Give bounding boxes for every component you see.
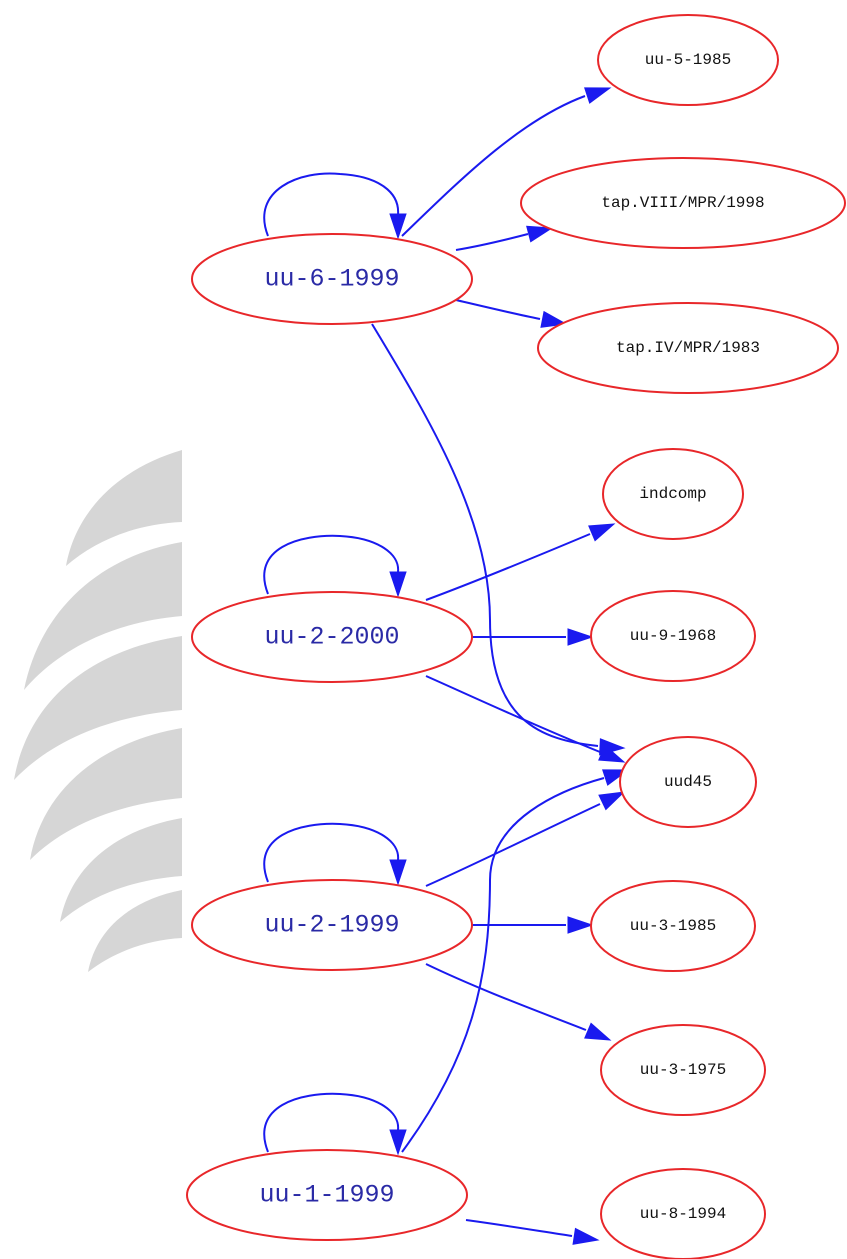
node-uu-9-1968: uu-9-1968: [590, 590, 756, 682]
node-label: uu-2-2000: [264, 623, 399, 652]
arrowhead-icon: [598, 744, 626, 763]
edge-line: [455, 299, 541, 320]
arrowhead-icon: [389, 571, 407, 598]
node-label: tap.IV/MPR/1983: [616, 339, 760, 357]
edge-line: [425, 533, 591, 601]
node-ellipse: [191, 879, 473, 971]
arrowhead-icon: [584, 1022, 612, 1041]
self-loop-edge-uu-2-2000: [263, 534, 407, 598]
node-ellipse: [537, 302, 839, 394]
edge-line: [263, 534, 400, 595]
node-tap-viii-mpr-1998: tap.VIII/MPR/1998: [520, 157, 846, 249]
node-uu-1-1999: uu-1-1999: [186, 1149, 468, 1241]
arrowhead-icon: [567, 916, 594, 934]
arrowhead-icon: [389, 1129, 407, 1156]
node-uu-6-1999: uu-6-1999: [191, 233, 473, 325]
arrowhead-icon: [584, 87, 612, 104]
edge-line: [263, 822, 400, 883]
node-ellipse: [600, 1168, 766, 1259]
arrowhead-icon: [389, 859, 407, 886]
edge-line: [401, 777, 605, 1153]
node-tap-iv-mpr-1983: tap.IV/MPR/1983: [537, 302, 839, 394]
node-ellipse: [191, 233, 473, 325]
edge-uu-6-1999-to-uud45: [371, 323, 626, 756]
node-uu-5-1985: uu-5-1985: [597, 14, 779, 106]
node-ellipse: [191, 591, 473, 683]
node-ellipse: [520, 157, 846, 249]
node-indcomp: indcomp: [602, 448, 744, 540]
node-uu-8-1994: uu-8-1994: [600, 1168, 766, 1259]
edge-uu-6-1999-to-tap-iv-mpr-1983: [455, 299, 568, 328]
watermark-emblem: [14, 450, 182, 972]
node-label: uu-5-1985: [645, 51, 731, 69]
node-ellipse: [590, 880, 756, 972]
node-uu-3-1985: uu-3-1985: [590, 880, 756, 972]
edge-uu-2-1999-to-uu-3-1985: [472, 916, 594, 934]
edge-line: [401, 95, 586, 237]
edge-line: [455, 233, 529, 251]
arrowhead-icon: [572, 1227, 600, 1245]
arrowhead-icon: [526, 225, 554, 243]
edge-line: [465, 1219, 573, 1237]
node-label: uu-2-1999: [264, 911, 399, 940]
node-ellipse: [619, 736, 757, 828]
edge-line: [425, 675, 601, 753]
node-label: uu-6-1999: [264, 265, 399, 294]
edge-line: [425, 963, 587, 1031]
arrowhead-icon: [567, 628, 594, 646]
node-label: uu-3-1975: [640, 1061, 726, 1079]
node-ellipse: [602, 448, 744, 540]
edge-uu-1-1999-to-uu-8-1994: [465, 1219, 600, 1245]
arrowhead-icon: [588, 523, 616, 542]
node-label: uu-3-1985: [630, 917, 716, 935]
edge-line: [371, 323, 599, 747]
node-uud45: uud45: [619, 736, 757, 828]
edge-uu-1-1999-to-uud45: [401, 769, 630, 1153]
node-ellipse: [590, 590, 756, 682]
node-label: indcomp: [639, 485, 706, 503]
edge-uu-2-2000-to-uud45: [425, 675, 626, 763]
node-ellipse: [186, 1149, 468, 1241]
edge-line: [263, 1092, 400, 1153]
node-ellipse: [597, 14, 779, 106]
node-label: uu-8-1994: [640, 1205, 726, 1223]
edge-uu-2-2000-to-uu-9-1968: [472, 628, 594, 646]
node-label: tap.VIII/MPR/1998: [601, 194, 764, 212]
edge-line: [425, 803, 601, 887]
edge-uu-2-2000-to-indcomp: [425, 523, 616, 601]
arrowhead-icon: [598, 791, 626, 811]
self-loop-edge-uu-6-1999: [263, 172, 407, 240]
node-label: uu-1-1999: [259, 1181, 394, 1210]
self-loop-edge-uu-1-1999: [263, 1092, 407, 1156]
node-ellipse: [600, 1024, 766, 1116]
edge-uu-6-1999-to-uu-5-1985: [401, 87, 612, 237]
edge-uu-6-1999-to-tap-viii-mpr-1998: [455, 225, 554, 251]
node-label: uu-9-1968: [630, 627, 716, 645]
node-uu-2-2000: uu-2-2000: [191, 591, 473, 683]
edge-uu-2-1999-to-uu-3-1975: [425, 963, 612, 1041]
arrowhead-icon: [389, 213, 407, 240]
edge-uu-2-1999-to-uud45: [425, 791, 626, 887]
node-uu-2-1999: uu-2-1999: [191, 879, 473, 971]
edge-line: [263, 172, 400, 237]
self-loop-edge-uu-2-1999: [263, 822, 407, 886]
node-uu-3-1975: uu-3-1975: [600, 1024, 766, 1116]
arrowhead-icon: [540, 310, 568, 328]
node-label: uud45: [664, 773, 712, 791]
